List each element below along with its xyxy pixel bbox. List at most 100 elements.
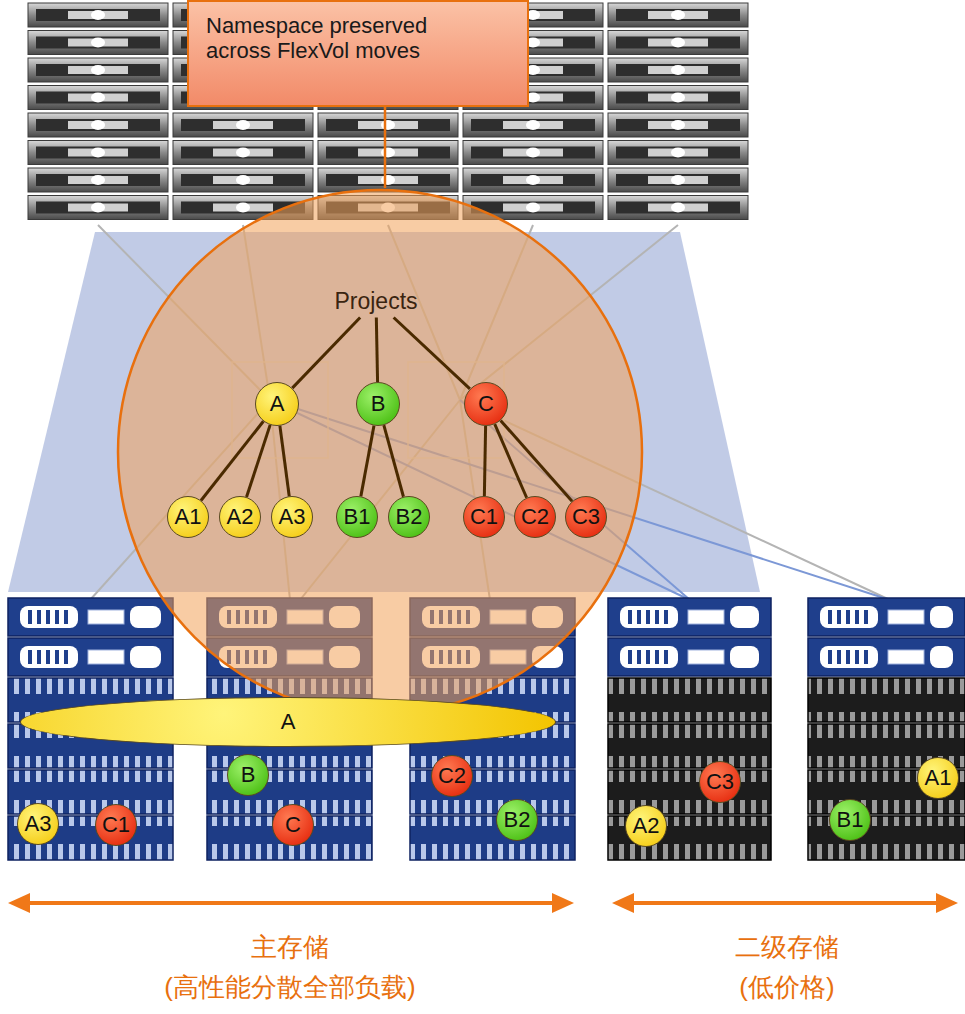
- node-text: A2: [633, 813, 660, 839]
- server-unit: [463, 168, 603, 192]
- tree-connector: [361, 426, 374, 497]
- server-bezel: [616, 92, 740, 104]
- server-panel: [648, 11, 708, 19]
- server-unit: [608, 31, 748, 55]
- vent-slot: [28, 610, 32, 624]
- controller-vent: [130, 646, 161, 668]
- tier-label: (高性能分散全部负载): [164, 970, 415, 1005]
- server-panel: [648, 176, 708, 184]
- controller-display: [88, 650, 124, 664]
- server-panel: [358, 121, 418, 129]
- vent-slot: [837, 650, 841, 664]
- vent-slot: [37, 610, 41, 624]
- vent-slot: [64, 650, 68, 664]
- volume-circle: B2: [388, 496, 430, 538]
- server-bezel: [471, 147, 595, 159]
- controller-vent: [930, 646, 953, 668]
- tier-label: 主存储: [251, 930, 329, 965]
- server-bezel: [36, 92, 160, 104]
- server-bezel: [471, 119, 595, 131]
- node-text: A3: [279, 504, 306, 530]
- server-unit: [28, 58, 168, 82]
- node-text: C2: [438, 763, 466, 789]
- server-led: [91, 65, 105, 75]
- disk-shelf: [808, 678, 965, 722]
- server-racks: [28, 3, 748, 220]
- node-text: A1: [175, 504, 202, 530]
- node-text: B2: [504, 807, 531, 833]
- server-panel: [648, 149, 708, 157]
- server-bezel: [616, 147, 740, 159]
- server-led: [671, 65, 685, 75]
- volume-circle: B: [227, 754, 269, 796]
- vent-slot: [55, 650, 59, 664]
- tree-connector: [376, 318, 377, 383]
- server-bezel: [326, 119, 450, 131]
- server-unit: [608, 113, 748, 137]
- controller-vent: [820, 606, 878, 628]
- server-led: [91, 175, 105, 185]
- server-led: [381, 120, 395, 130]
- vent-slot: [637, 650, 641, 664]
- vent-slot: [846, 610, 850, 624]
- server-bezel: [181, 174, 305, 186]
- server-bezel: [36, 174, 160, 186]
- controller-vent: [20, 646, 78, 668]
- controller-display: [688, 650, 724, 664]
- server-unit: [173, 113, 313, 137]
- vent-slot: [628, 650, 632, 664]
- server-unit: [608, 3, 748, 27]
- server-bezel: [36, 64, 160, 76]
- volume-circle: B1: [336, 496, 378, 538]
- controller-vent: [620, 646, 678, 668]
- server-led: [91, 148, 105, 158]
- server-unit: [463, 113, 603, 137]
- server-bezel: [616, 202, 740, 214]
- volume-circle: C1: [463, 496, 505, 538]
- server-panel: [358, 149, 418, 157]
- server-panel: [648, 121, 708, 129]
- server-panel: [68, 39, 128, 47]
- tree-connector: [394, 318, 470, 389]
- server-bezel: [616, 9, 740, 21]
- server-panel: [648, 94, 708, 102]
- server-bezel: [471, 174, 595, 186]
- server-led: [526, 148, 540, 158]
- volume-ellipse: A: [20, 697, 556, 747]
- server-bezel: [326, 174, 450, 186]
- controller-display: [888, 650, 924, 664]
- server-led: [91, 38, 105, 48]
- server-unit: [608, 86, 748, 110]
- server-led: [671, 38, 685, 48]
- vent-slot: [646, 650, 650, 664]
- server-led: [526, 203, 540, 213]
- server-panel: [213, 176, 273, 184]
- server-unit: [28, 113, 168, 137]
- server-bezel: [616, 64, 740, 76]
- controller-vent: [620, 606, 678, 628]
- server-panel: [213, 121, 273, 129]
- server-led: [671, 175, 685, 185]
- server-led: [381, 175, 395, 185]
- volume-circle: B1: [829, 799, 871, 841]
- server-panel: [503, 149, 563, 157]
- server-led: [91, 10, 105, 20]
- controller-unit: [8, 638, 173, 676]
- tree-connector: [292, 318, 360, 389]
- volume-circle: A3: [271, 496, 313, 538]
- controller-unit: [608, 638, 771, 676]
- server-panel: [213, 204, 273, 212]
- server-bezel: [616, 119, 740, 131]
- callout-leader: [384, 106, 387, 188]
- tree-connector: [201, 421, 263, 500]
- vent-slot: [55, 610, 59, 624]
- node-text: A1: [925, 765, 952, 791]
- server-led: [526, 175, 540, 185]
- server-panel: [213, 149, 273, 157]
- vent-slot: [46, 610, 50, 624]
- node-text: A3: [25, 811, 52, 837]
- tree-connector: [501, 420, 573, 501]
- server-panel: [68, 121, 128, 129]
- server-led: [671, 148, 685, 158]
